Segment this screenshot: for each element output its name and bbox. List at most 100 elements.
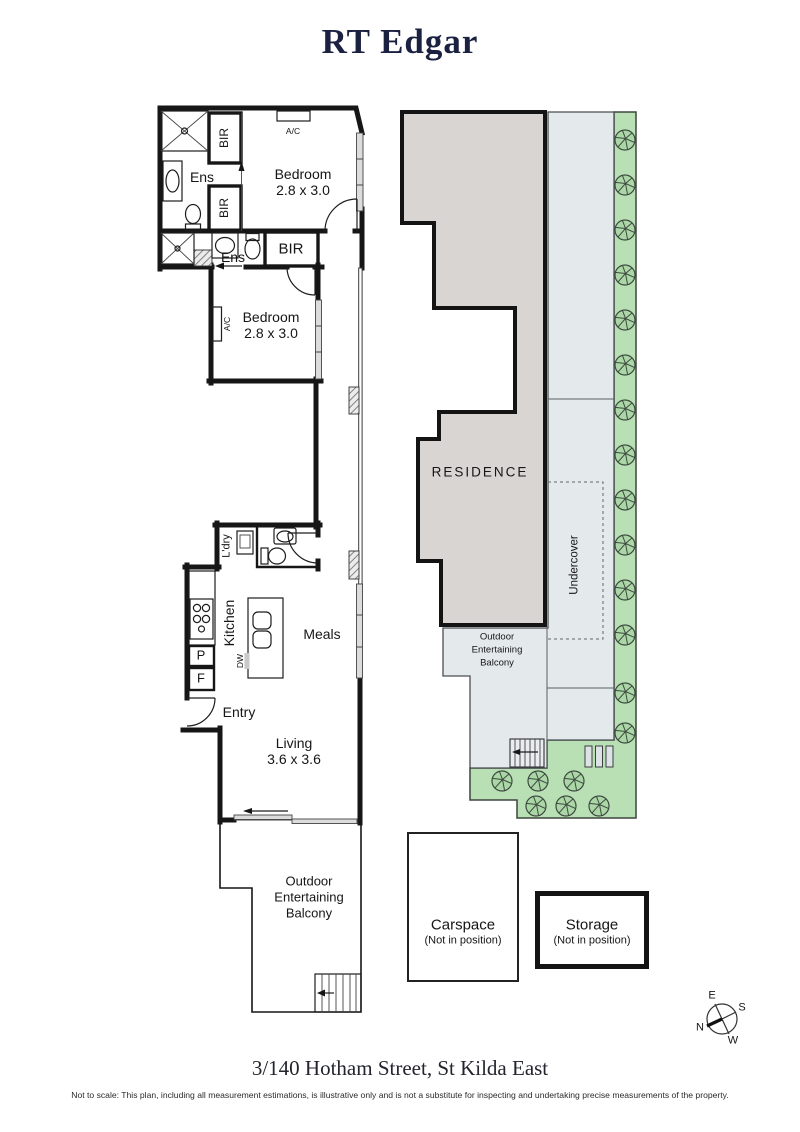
bir1-closet [207, 111, 243, 165]
tree-icon [527, 770, 549, 792]
tree-icon [614, 174, 636, 196]
tree-icon [614, 129, 636, 151]
fp-balcony-label-1: Outdoor [285, 873, 333, 889]
island-bench [247, 597, 284, 679]
storage-box [535, 891, 649, 969]
bir1-label: BIR [217, 127, 231, 149]
living-dims: 3.6 x 3.6 [267, 751, 321, 767]
compass-n-label: N [696, 1021, 704, 1034]
bedroom1-dims: 2.8 x 3.0 [276, 182, 330, 198]
undercover-label: Undercover [568, 535, 581, 595]
sp-balcony-label-3: Balcony [480, 657, 514, 669]
bir3-label: BIR [278, 240, 304, 258]
north-pointer [706, 1017, 723, 1028]
sink-icon [252, 630, 272, 649]
pantry-box [187, 644, 216, 668]
duct-hatch [348, 550, 360, 580]
living-label: Living [275, 735, 313, 751]
floorplan-walls [157, 105, 366, 826]
bir2-closet [207, 184, 243, 233]
ac-unit-icon [209, 306, 223, 342]
floorplan-fixtures [160, 110, 311, 692]
entry-door-swing [186, 697, 216, 727]
direction-arrow [215, 262, 224, 270]
basin-icon [273, 527, 297, 545]
compass-icon [706, 1003, 738, 1035]
site-residence-footprint [400, 110, 547, 627]
duct-hatch [348, 386, 360, 415]
shower-icon [160, 232, 195, 265]
laundry-label: L'dry [220, 534, 233, 558]
compass-w-label: W [727, 1034, 739, 1047]
toilet-icon [184, 203, 202, 225]
sp-balcony-label-1: Outdoor [479, 631, 515, 643]
compass-s-label: S [738, 1001, 746, 1014]
storage-note: (Not in position) [553, 934, 631, 947]
carspace-note: (Not in position) [424, 934, 502, 947]
tree-icon [614, 399, 636, 421]
fp-balcony-label-3: Balcony [285, 905, 333, 921]
storage-label: Storage [565, 916, 619, 934]
tree-icon [614, 722, 636, 744]
wc-door-swing [287, 532, 319, 564]
brand-logo: RT Edgar [321, 22, 479, 61]
site-paved-area [442, 111, 615, 769]
dw-tab [244, 653, 250, 669]
ac1-label: A/C [285, 125, 301, 136]
sp-balcony-label-2: Entertaining [471, 644, 523, 656]
tree-icon [555, 795, 577, 817]
shower-icon [160, 110, 209, 152]
ac2-label: A/C [221, 316, 232, 332]
compass-e-label: E [708, 989, 716, 1002]
fridge-label: F [197, 670, 205, 686]
ens2-hatch [193, 249, 213, 267]
toilet-icon [260, 547, 269, 565]
vanity-icon [211, 232, 239, 259]
pantry-label: P [196, 647, 206, 663]
annex-boxes [407, 832, 649, 982]
tree-icon [614, 534, 636, 556]
tree-icon [614, 219, 636, 241]
undercover-outline [548, 481, 604, 640]
tree-icon [563, 770, 585, 792]
tree-icon [588, 795, 610, 817]
tree-icon [614, 579, 636, 601]
carspace-box [407, 832, 519, 982]
fp-balcony-label-2: Entertaining [274, 889, 344, 905]
bedroom1-window [356, 132, 364, 212]
meals-label: Meals [303, 626, 341, 642]
entry-label: Entry [222, 704, 256, 720]
bir2-label: BIR [217, 197, 231, 219]
direction-arrow [243, 808, 252, 814]
tree-icon [614, 309, 636, 331]
tree-icon [614, 489, 636, 511]
tree-icon [614, 264, 636, 286]
site-planter-bars [584, 745, 614, 768]
dishwasher-label: DW [234, 653, 245, 669]
east-boundary-wall [358, 267, 363, 585]
cooktop-icon [189, 598, 214, 640]
tree-icon [525, 795, 547, 817]
kitchen-label: Kitchen [221, 599, 237, 647]
meals-window [356, 583, 363, 679]
sink-icon [252, 611, 272, 630]
floorplan-windows [315, 132, 364, 679]
disclaimer-text: Not to scale: This plan, including all m… [71, 1090, 729, 1100]
site-stairs-icon [509, 738, 545, 768]
toilet-icon [245, 232, 260, 242]
tree-icon [614, 624, 636, 646]
bir3-closet [263, 230, 320, 268]
tree-icon [491, 770, 513, 792]
direction-arrow [238, 161, 245, 171]
bedroom1-door-swing [324, 198, 358, 232]
bedroom2-dims: 2.8 x 3.0 [244, 325, 298, 341]
floorplan-balcony [219, 823, 362, 1013]
stairs-icon [314, 973, 362, 1013]
ens1-label: Ens [189, 169, 215, 185]
bedroom2-label: Bedroom [242, 309, 300, 325]
ens2-label: Ens [220, 249, 246, 265]
bedroom2-door-swing [286, 266, 316, 296]
ac-unit-icon [276, 110, 311, 122]
washer-icon [236, 530, 254, 555]
